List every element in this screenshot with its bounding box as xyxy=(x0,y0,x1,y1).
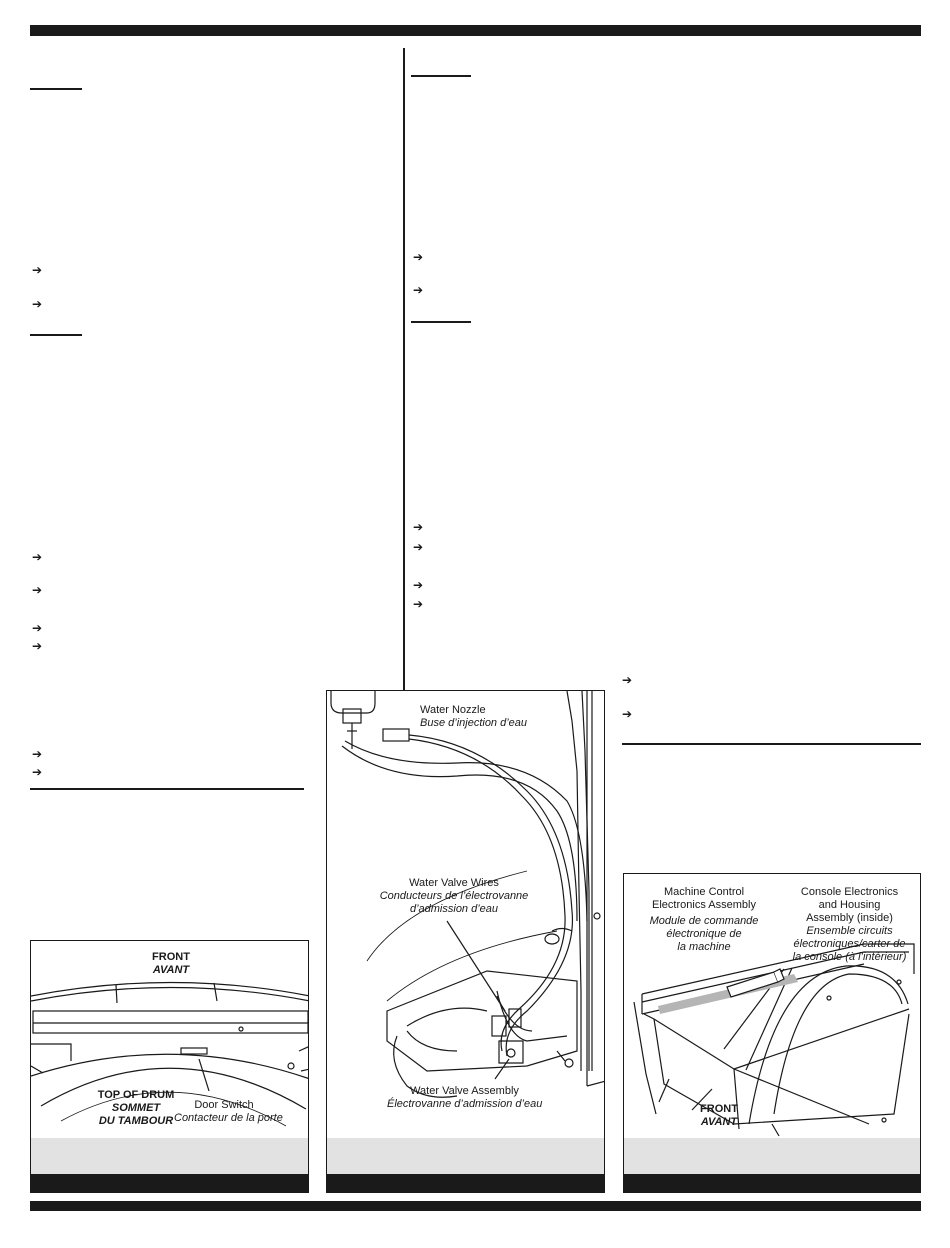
water-nozzle-label: Water Nozzle Buse d’injection d’eau xyxy=(420,704,527,730)
front-label: FRONT AVANT xyxy=(131,951,211,977)
bottom-rule xyxy=(30,1201,921,1211)
ensemble-text-2: électroniques/carter de xyxy=(793,938,906,950)
front-text: FRONT xyxy=(700,1103,738,1115)
door-switch-illustration xyxy=(31,981,308,1127)
module-text-1: Module de commande xyxy=(649,915,759,927)
du-tambour-text: DU TAMBOUR xyxy=(98,1115,174,1127)
section-underline xyxy=(411,321,471,323)
sommet-text: SOMMET xyxy=(111,1102,161,1114)
arrow-bullet-icon: ➔ xyxy=(413,283,424,297)
top-rule xyxy=(30,25,921,36)
console-electronics-illustration xyxy=(633,943,915,1137)
arrow-bullet-icon: ➔ xyxy=(413,540,424,554)
module-text-3: la machine xyxy=(677,941,731,953)
figure-footer-bar xyxy=(327,1174,604,1192)
section-underline xyxy=(411,75,471,77)
arrow-bullet-icon: ➔ xyxy=(413,520,424,534)
arrow-bullet-icon: ➔ xyxy=(32,621,43,635)
section-rule xyxy=(30,788,304,790)
conducteurs-text-2: d’admission d’eau xyxy=(409,903,499,915)
console-electronics-text-3: Assembly (inside) xyxy=(806,912,893,924)
water-valve-wires-text: Water Valve Wires xyxy=(409,877,499,889)
console-electronics-text-1: Console Electronics xyxy=(800,886,899,898)
arrow-bullet-icon: ➔ xyxy=(413,597,424,611)
figure-water-valve: Water Nozzle Buse d’injection d’eau Wate… xyxy=(326,690,605,1193)
machine-control-text-2: Electronics Assembly xyxy=(652,899,756,911)
arrow-bullet-icon: ➔ xyxy=(32,550,43,564)
arrow-bullet-icon: ➔ xyxy=(413,250,424,264)
ensemble-text-1: Ensemble circuits xyxy=(806,925,893,937)
door-switch-text: Door Switch xyxy=(194,1099,254,1111)
buse-text: Buse d’injection d’eau xyxy=(420,717,528,729)
top-of-drum-label: TOP OF DRUM SOMMET DU TAMBOUR xyxy=(86,1089,186,1128)
module-text-2: électronique de xyxy=(666,928,742,940)
figure-footer-bar xyxy=(31,1174,308,1192)
door-switch-label: Door Switch Contacteur de la porte xyxy=(174,1099,283,1125)
figure-console-electronics: Machine Control Electronics Assembly Mod… xyxy=(623,873,921,1193)
top-of-drum-text: TOP OF DRUM xyxy=(97,1089,175,1101)
figure-footer-bar xyxy=(624,1174,920,1192)
arrow-bullet-icon: ➔ xyxy=(32,639,43,653)
contacteur-text: Contacteur de la porte xyxy=(174,1112,283,1124)
console-electronics-label: Console Electronics and Housing Assembly… xyxy=(782,886,917,964)
arrow-bullet-icon: ➔ xyxy=(622,707,633,721)
front-text: FRONT xyxy=(152,951,190,963)
arrow-bullet-icon: ➔ xyxy=(622,673,633,687)
figure-caption-band xyxy=(31,1138,308,1174)
figure-caption-band xyxy=(624,1138,920,1174)
column-divider xyxy=(403,48,405,690)
figure-door-switch: FRONT AVANT TOP OF DRUM SOMMET DU TAMBOU… xyxy=(30,940,309,1193)
water-valve-illustration xyxy=(330,691,604,1098)
water-valve-wires-label: Water Valve Wires Conducteurs de l’élect… xyxy=(379,877,529,916)
machine-control-label: Machine Control Electronics Assembly Mod… xyxy=(644,886,764,954)
machine-control-text-1: Machine Control xyxy=(663,886,745,898)
water-valve-assembly-label: Water Valve Assembly Électrovanne d’admi… xyxy=(387,1085,542,1111)
arrow-bullet-icon: ➔ xyxy=(32,583,43,597)
electrovanne-text: Électrovanne d’admission d’eau xyxy=(387,1098,543,1110)
arrow-bullet-icon: ➔ xyxy=(413,578,424,592)
water-nozzle-text: Water Nozzle xyxy=(420,704,486,716)
water-valve-assembly-text: Water Valve Assembly xyxy=(410,1085,519,1097)
console-electronics-text-2: and Housing xyxy=(818,899,881,911)
section-rule xyxy=(622,743,921,745)
front-label: FRONT AVANT xyxy=(679,1103,759,1129)
avant-text: AVANT xyxy=(152,964,190,976)
arrow-bullet-icon: ➔ xyxy=(32,263,43,277)
arrow-bullet-icon: ➔ xyxy=(32,747,43,761)
conducteurs-text-1: Conducteurs de l’électrovanne xyxy=(379,890,529,902)
section-underline xyxy=(30,334,82,336)
arrow-bullet-icon: ➔ xyxy=(32,765,43,779)
arrow-bullet-icon: ➔ xyxy=(32,297,43,311)
avant-text: AVANT xyxy=(700,1116,738,1128)
figure-caption-band xyxy=(327,1138,604,1174)
section-underline xyxy=(30,88,82,90)
ensemble-text-3: la console (à l’intérieur) xyxy=(792,951,907,963)
